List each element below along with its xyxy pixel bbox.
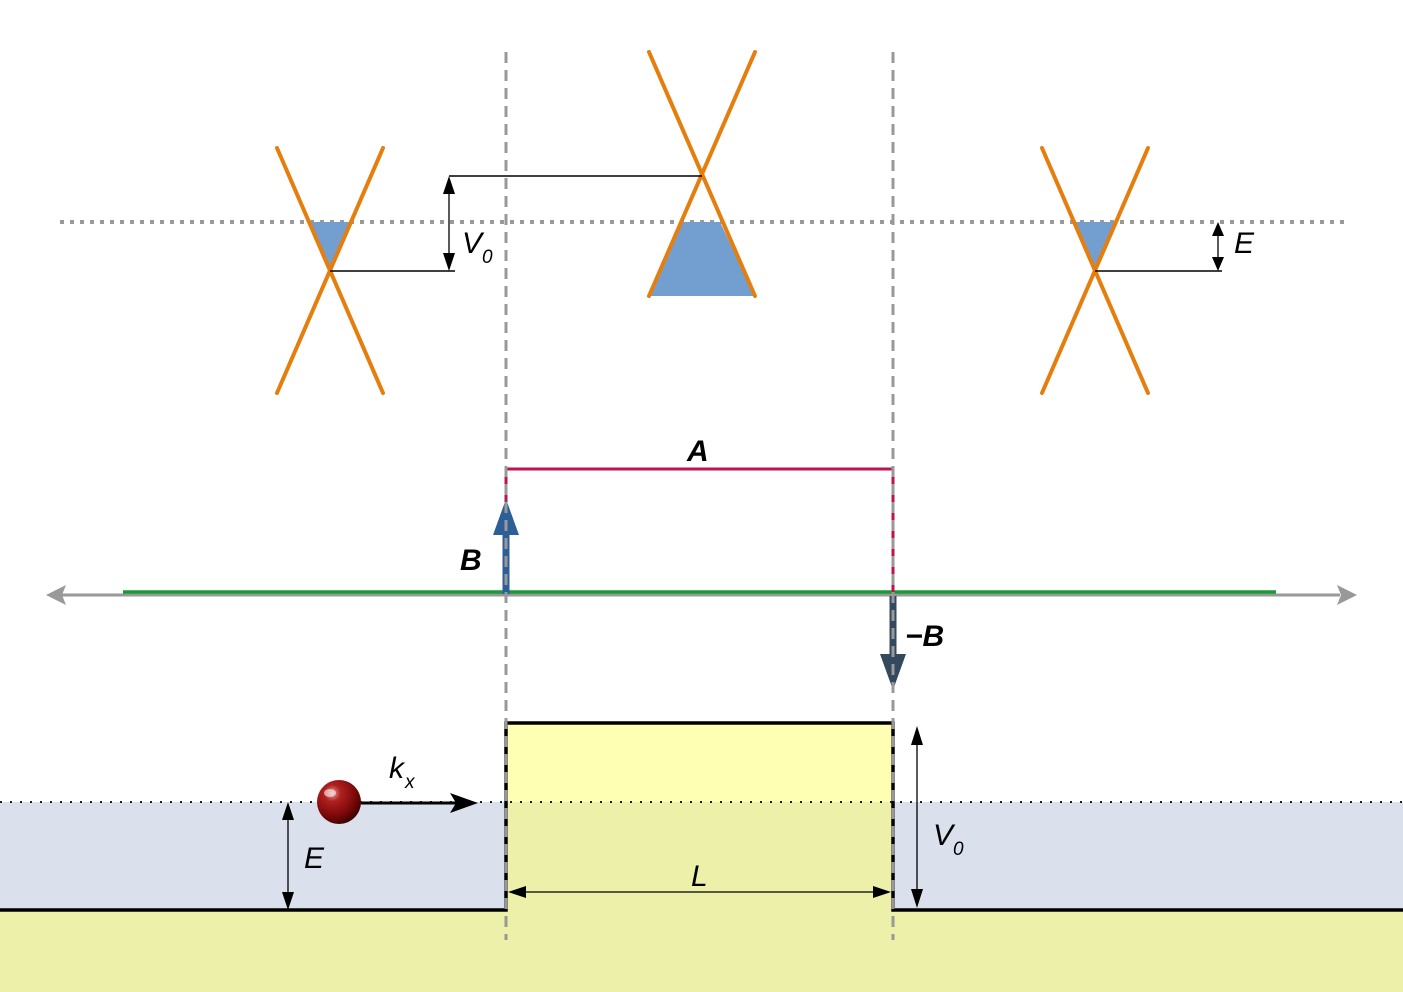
label-neg-b: −B — [905, 620, 944, 653]
electron-highlight — [324, 789, 336, 797]
arrowhead-icon — [46, 585, 66, 605]
arrowhead-icon — [911, 726, 923, 745]
field-panel: A B −B — [46, 435, 1357, 690]
arrowhead-icon — [1337, 585, 1357, 605]
filled-states-right — [1073, 222, 1116, 270]
arrowhead-icon — [443, 253, 455, 271]
arrowhead-icon — [1212, 257, 1224, 271]
arrowhead-icon — [1212, 222, 1224, 236]
label-b: B — [460, 544, 482, 577]
arrowhead-icon — [493, 499, 519, 535]
arrowhead-icon — [508, 886, 526, 898]
vector-potential-profile — [504, 467, 895, 592]
label-e-top: E — [1234, 227, 1255, 260]
barrier-upper-fill — [506, 723, 893, 802]
width-arrow — [508, 886, 891, 898]
potential-barrier-panel: k x E L V 0 — [0, 721, 1403, 992]
arrowhead-icon — [450, 793, 478, 813]
energy-arrow-bottom — [282, 802, 294, 910]
barrier-outline — [0, 721, 1403, 912]
ground-region — [0, 910, 1403, 992]
arrowhead-icon — [282, 892, 294, 910]
arrowhead-icon — [282, 802, 294, 820]
dirac-cones-panel: V 0 E — [60, 50, 1345, 395]
label-v0-top-sub: 0 — [482, 247, 493, 268]
arrowhead-icon — [911, 889, 923, 908]
filled-states-left — [309, 222, 352, 270]
arrowhead-icon — [873, 886, 891, 898]
boundary-guides — [504, 52, 895, 940]
label-v0-bottom: V — [933, 819, 956, 852]
label-v0-bottom-sub: 0 — [953, 839, 964, 860]
barrier-lower-fill — [506, 802, 893, 910]
label-l: L — [691, 860, 708, 893]
label-a: A — [686, 435, 709, 468]
dirac-cone-middle — [647, 50, 757, 298]
label-kx: k — [389, 752, 406, 785]
label-v0-top: V — [462, 227, 485, 260]
label-e-bottom: E — [304, 842, 325, 875]
arrowhead-icon — [443, 176, 455, 194]
barrier-height-arrow — [911, 726, 923, 908]
filled-states-middle — [651, 222, 755, 296]
electron-sphere-icon — [317, 780, 361, 824]
label-kx-sub: x — [404, 772, 416, 793]
